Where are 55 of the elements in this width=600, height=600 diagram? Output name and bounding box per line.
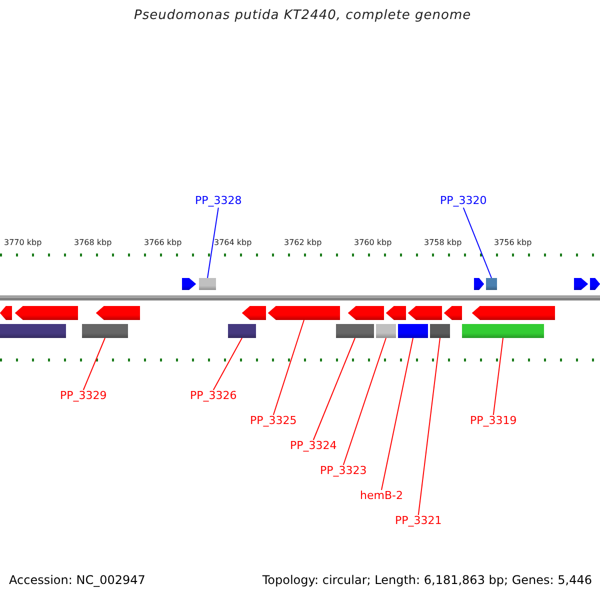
genome-info-text: Topology: circular; Length: 6,181,863 bp; Genes: 5,446: [262, 574, 592, 588]
scale-label: 3770 kbp: [4, 238, 42, 248]
gene-block: [444, 306, 462, 320]
leader-line: [492, 338, 504, 416]
gene-bar: [430, 324, 450, 338]
gene-label: PP_3325: [250, 415, 297, 428]
gene-block: [96, 306, 140, 320]
gene-label: PP_3324: [290, 440, 337, 453]
gene-bar: [376, 324, 396, 338]
leader-line: [272, 320, 304, 416]
title: Pseudomonas putida KT2440, complete genome: [134, 9, 472, 24]
gene-label: PP_3319: [470, 415, 517, 428]
gene-block: [268, 306, 340, 320]
gene-block: [474, 278, 484, 290]
gene-label: PP_3328: [195, 195, 242, 208]
scale-label: 3768 kbp: [74, 238, 112, 248]
gene-label: PP_3321: [395, 515, 442, 528]
gene-bar: [462, 324, 544, 338]
leader-line: [342, 338, 386, 466]
gene-label: PP_3323: [320, 465, 367, 478]
gene-label: PP_3320: [440, 195, 487, 208]
gene-bar: [486, 278, 497, 290]
gene-bar: [82, 324, 128, 338]
gene-block: [472, 306, 555, 320]
gene-block: [590, 278, 600, 290]
scale-label: 3766 kbp: [144, 238, 182, 248]
gene-block: [242, 306, 266, 320]
gene-bar: [199, 278, 216, 290]
accession-text: Accession: NC_002947: [9, 574, 146, 588]
gene-block: [408, 306, 442, 320]
scale-label: 3764 kbp: [214, 238, 252, 248]
gene-bar: [398, 324, 428, 338]
leader-line: [462, 207, 492, 278]
gene-block: [182, 278, 196, 290]
gene-block: [15, 306, 78, 320]
leader-line: [380, 338, 414, 490]
leader-line: [312, 338, 356, 440]
scale-label: 3758 kbp: [424, 238, 462, 248]
scale-label: 3756 kbp: [494, 238, 532, 248]
gene-bar: [228, 324, 256, 338]
gene-label: PP_3329: [60, 390, 107, 403]
scale-label: 3760 kbp: [354, 238, 392, 248]
gene-block: [386, 306, 406, 320]
leader-line: [207, 207, 219, 278]
leader-line: [418, 338, 440, 516]
leader-line: [82, 338, 106, 390]
gene-block: [0, 306, 12, 320]
gene-label: PP_3326: [190, 390, 237, 403]
scale-label: 3762 kbp: [284, 238, 322, 248]
gene-block: [574, 278, 588, 290]
gene-bar: [0, 324, 66, 338]
leader-line: [212, 338, 242, 390]
gene-bar: [336, 324, 374, 338]
gene-block: [348, 306, 384, 320]
gene-label: hemB-2: [360, 490, 403, 503]
